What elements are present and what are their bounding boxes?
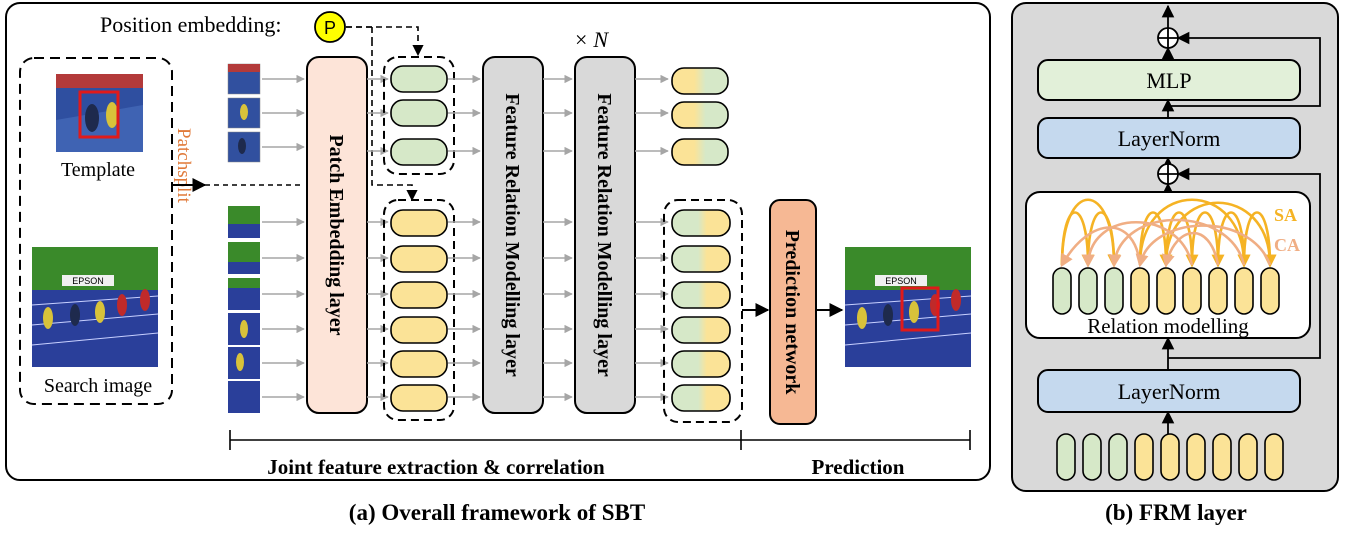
bracket-joint-label: Joint feature extraction & correlation (267, 455, 605, 479)
search-token (390, 281, 448, 309)
template-token (390, 65, 448, 93)
relation-search-token (1130, 267, 1150, 315)
output-template-token (671, 67, 729, 95)
layernorm-bottom-label: LayerNorm (1118, 379, 1221, 404)
panel-b: MLP LayerNorm (1011, 2, 1339, 492)
layernorm-top-label: LayerNorm (1118, 126, 1221, 151)
search-image-label: Search image (44, 375, 152, 397)
times-n-var: N (592, 27, 609, 52)
ca-label: CA (1274, 235, 1300, 255)
relation-search-token (1156, 267, 1176, 315)
prediction-network-label: Prediction network (781, 230, 803, 395)
search-token (390, 245, 448, 273)
relation-template-token (1052, 267, 1072, 315)
output-search-token (671, 281, 731, 309)
relation-template-token (1104, 267, 1124, 315)
relation-tokens (1052, 267, 1280, 315)
search-token-group (383, 199, 455, 421)
search-patch (228, 347, 260, 379)
frm-layer-2-label: Feature Relation Modelling layer (593, 93, 615, 377)
frm-layer-1-label: Feature Relation Modelling layer (501, 93, 523, 377)
search-patch (228, 381, 260, 413)
sa-label: SA (1274, 205, 1297, 225)
output-search-token (671, 350, 731, 378)
search-photo-banner: EPSON (72, 276, 104, 286)
mlp-label: MLP (1146, 68, 1191, 93)
patchsplit-label: Patchsplit (173, 128, 194, 204)
search-token (390, 316, 448, 344)
times-n-prefix: × (575, 27, 587, 52)
residual-line-middle (1168, 167, 1321, 359)
search-token (390, 209, 448, 237)
input-search-token (1134, 433, 1154, 481)
relation-template-token (1078, 267, 1098, 315)
output-search-token (671, 209, 731, 237)
output-search-token-group (663, 199, 743, 423)
input-search-token (1264, 433, 1284, 481)
search-patches (228, 206, 260, 413)
input-search-token (1186, 433, 1206, 481)
position-token-label: P (324, 18, 336, 38)
output-search-token (671, 384, 731, 412)
template-token-group (383, 56, 455, 175)
output-search-token (671, 316, 731, 344)
output-template-token (671, 101, 729, 129)
input-template-token (1108, 433, 1128, 481)
template-token (390, 138, 448, 166)
input-search-token (1238, 433, 1258, 481)
search-token (390, 384, 448, 412)
prediction-network (769, 199, 817, 425)
search-token (390, 350, 448, 378)
frm-layer-2 (574, 56, 636, 414)
relation-search-token (1260, 267, 1280, 315)
template-photo (56, 74, 143, 152)
caption-b: (b) FRM layer (1105, 500, 1247, 525)
input-template-token (1056, 433, 1076, 481)
output-search-token (671, 245, 731, 273)
position-embedding-circle (314, 11, 346, 43)
token-frm-arrows (448, 74, 481, 402)
frm-frm-arrows (543, 74, 573, 402)
result-photo-banner: EPSON (885, 276, 917, 286)
template-patches (227, 63, 261, 163)
input-images-box (19, 57, 173, 405)
output-template-token (671, 138, 729, 166)
relation-search-token (1182, 267, 1202, 315)
patch-embedding-label: Patch Embedding layer (325, 134, 347, 335)
relation-modelling-label: Relation modelling (1087, 314, 1249, 338)
output-arrows (635, 74, 669, 402)
panel-a: Position embedding: P Template EPSO (5, 2, 991, 481)
result-photo: EPSON (844, 247, 972, 367)
input-search-token (1212, 433, 1232, 481)
ca-arcs (1060, 218, 1272, 268)
sa-arcs (1060, 198, 1277, 268)
input-template-token (1082, 433, 1102, 481)
template-label: Template (61, 159, 135, 181)
input-search-token (1160, 433, 1180, 481)
relation-search-token (1234, 267, 1254, 315)
bracket-lines (229, 430, 971, 450)
bracket-prediction-label: Prediction (812, 455, 905, 479)
input-tokens (1056, 433, 1284, 481)
search-photo: EPSON (31, 247, 159, 367)
relation-search-token (1208, 267, 1228, 315)
caption-a: (a) Overall framework of SBT (349, 500, 645, 525)
patch-arrows (262, 74, 305, 402)
patch-embedding-layer (306, 56, 368, 414)
template-token (390, 99, 448, 127)
position-embedding-label: Position embedding: (100, 12, 282, 37)
frm-layer-1 (482, 56, 544, 414)
times-n-label: ×N (575, 27, 609, 52)
